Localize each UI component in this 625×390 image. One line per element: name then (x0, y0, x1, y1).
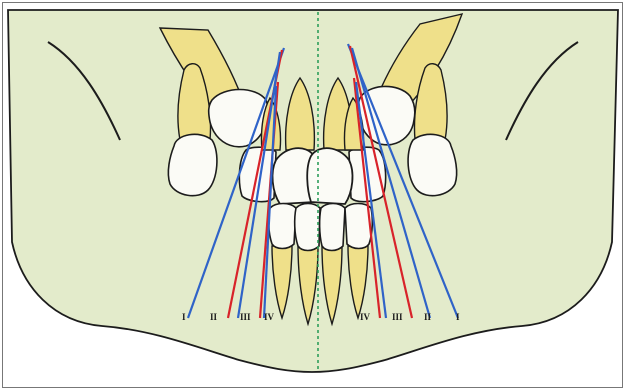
zone-label-left-4: IV (264, 312, 275, 322)
lower-incisor-crown-1 (269, 204, 296, 249)
zone-label-right-3: III (392, 312, 403, 322)
zone-label-right-2: II (424, 312, 432, 322)
zone-label-right-4: IV (360, 312, 371, 322)
right-central-incisor-crown (307, 148, 352, 204)
left-premolar-crown (168, 134, 217, 195)
lower-incisor-crown-2 (295, 204, 320, 251)
zone-label-left-2: II (210, 312, 218, 322)
zone-label-left-1: I (182, 312, 186, 322)
lower-incisor-crown-3 (320, 204, 345, 251)
zone-label-right-1: I (456, 312, 460, 322)
zone-label-left-3: III (240, 312, 251, 322)
right-premolar-crown (408, 134, 457, 195)
